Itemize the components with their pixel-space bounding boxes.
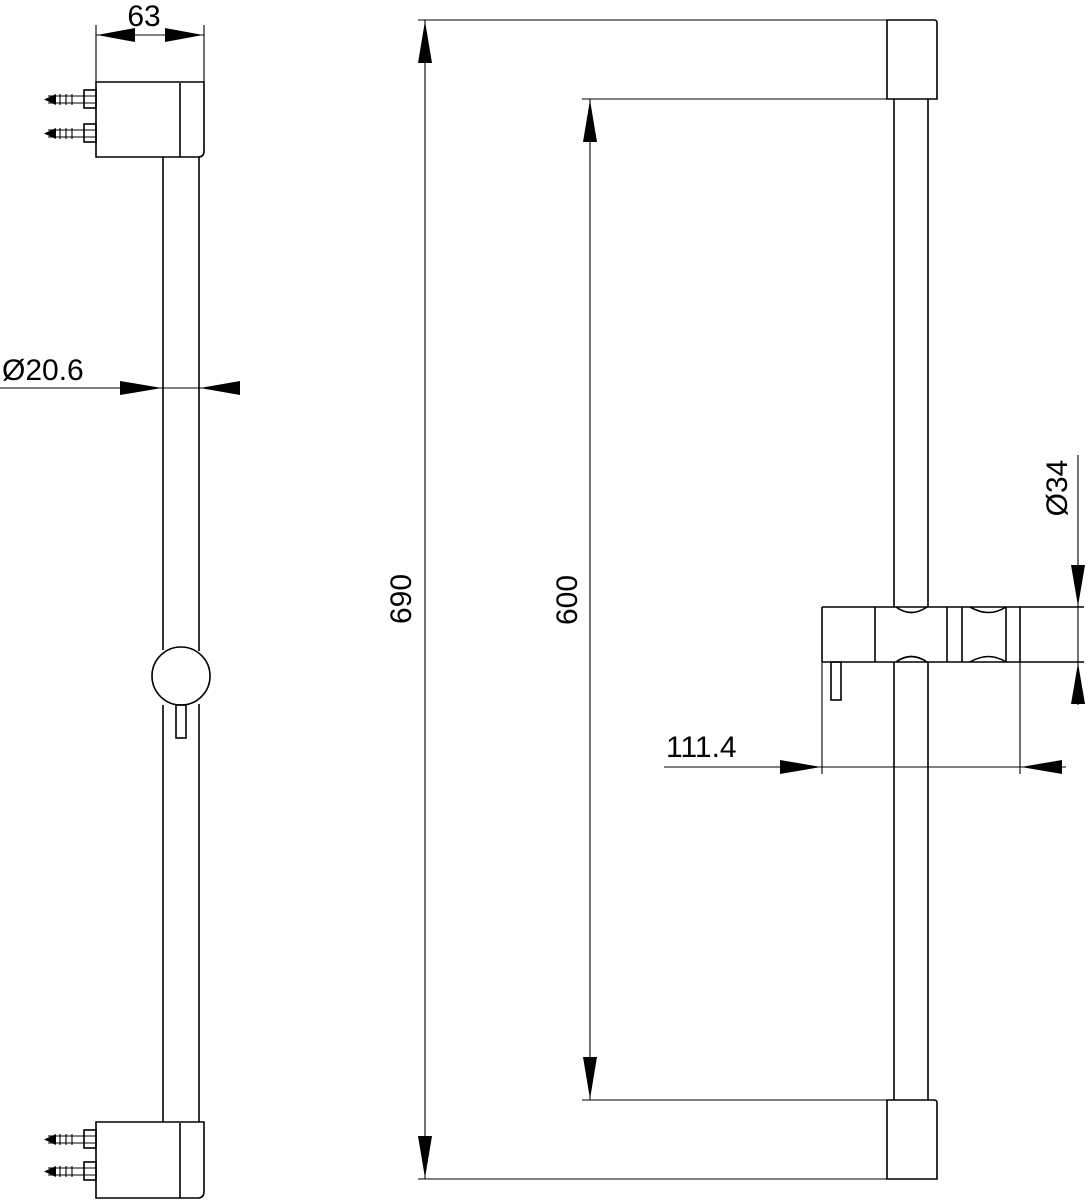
- side-view: 63 Ø20.6: [0, 0, 240, 1199]
- dimension-label-rail-diameter: Ø20.6: [2, 354, 84, 387]
- dimension-center-distance: 600: [551, 98, 887, 1101]
- bottom-end-cap: [886, 1099, 938, 1180]
- slider-holder: [821, 606, 1084, 701]
- bottom-wall-bracket: [95, 1121, 205, 1199]
- dimension-label-holder-diameter: Ø34: [1041, 460, 1074, 517]
- bottom-wall-plugs: [44, 1129, 97, 1181]
- dimension-label-bracket-width: 63: [127, 0, 160, 33]
- dimension-label-center-distance: 600: [551, 575, 584, 625]
- top-end-cap: [886, 19, 938, 100]
- dimension-rail-diameter: Ø20.6: [0, 354, 240, 395]
- dimension-overall-length: 690: [385, 19, 887, 1180]
- dimension-bracket-width: 63: [95, 0, 205, 82]
- top-wall-plugs: [44, 89, 97, 143]
- side-rail-tube: [162, 157, 200, 1122]
- dimension-label-holder-length: 111.4: [666, 731, 737, 764]
- top-wall-bracket: [95, 81, 205, 158]
- side-slider-knob: [151, 646, 211, 739]
- dimension-label-overall-length: 690: [385, 574, 418, 624]
- dimension-holder-diameter: Ø34: [1041, 455, 1085, 705]
- dimension-holder-length: 111.4: [664, 662, 1066, 774]
- front-view: 690 600 Ø34 111.4: [385, 19, 1085, 1180]
- front-rail-tube: [893, 99, 929, 1100]
